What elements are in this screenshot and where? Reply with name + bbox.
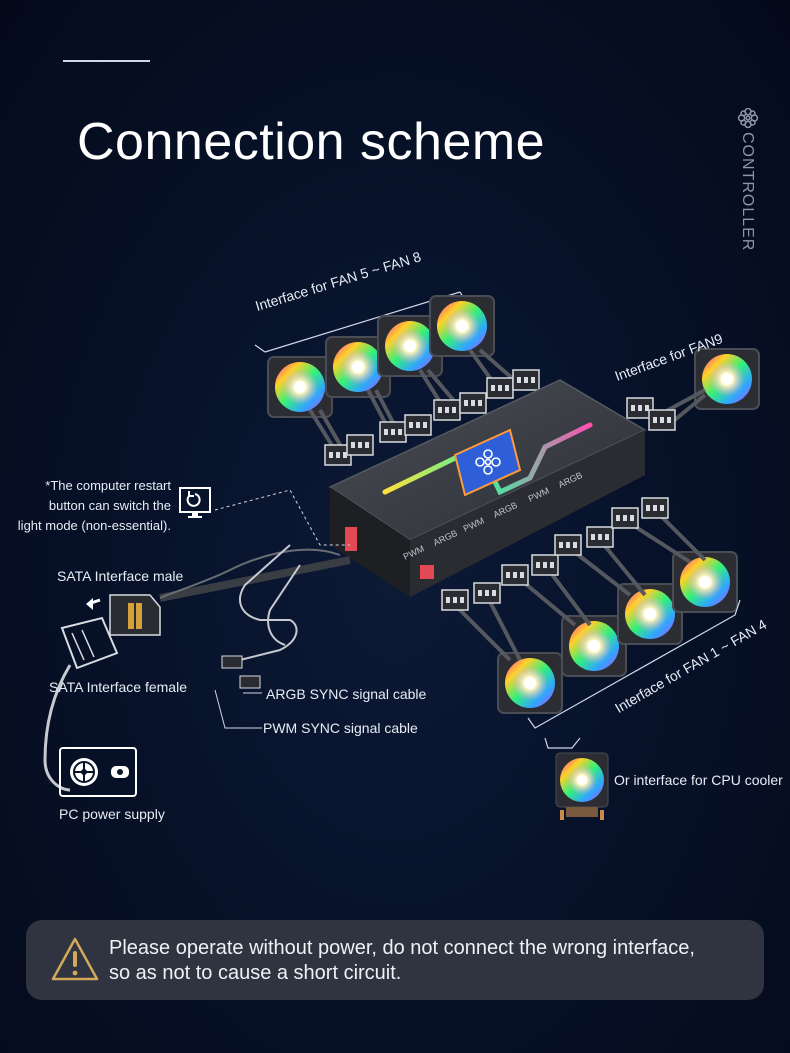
fan-1 — [497, 652, 563, 714]
warning-line-1: Please operate without power, do not con… — [109, 937, 695, 959]
pwm-leader — [214, 689, 262, 729]
label-restart-1: *The computer restart — [45, 478, 171, 493]
label-cpu-cooler: Or interface for CPU cooler — [614, 772, 783, 788]
warning-banner: Please operate without power, do not con… — [26, 920, 764, 1000]
restart-monitor-icon — [179, 487, 211, 518]
warning-line-2: so as not to cause a short circuit. — [109, 962, 402, 984]
psu-fan-icon — [70, 758, 98, 786]
label-sata-male: SATA Interface male — [57, 568, 184, 584]
power-cable — [43, 664, 72, 792]
bracket-cpu — [544, 737, 581, 749]
warning-text: Please operate without power, do not con… — [109, 936, 695, 986]
sata-cable — [159, 544, 351, 661]
label-restart-3: light mode (non-essential). — [17, 518, 171, 533]
bracket-fan1-4 — [527, 599, 741, 729]
warning-triangle-icon — [51, 937, 99, 981]
connection-diagram: PWM ARGB PWM ARGB PWM ARGB — [43, 291, 760, 820]
fan-8 — [429, 295, 495, 357]
fan-4 — [672, 551, 738, 613]
page-title: Connection scheme — [77, 113, 546, 171]
label-restart-2: button can switch the — [48, 498, 171, 513]
cpu-cooler — [555, 752, 609, 820]
top-rule — [63, 60, 150, 62]
fan-5 — [267, 356, 333, 418]
side-brand-label: CONTROLLER — [739, 132, 756, 252]
label-sata-female: SATA Interface female — [49, 679, 187, 695]
flower-logo-icon — [737, 107, 759, 129]
restart-leader-line — [214, 489, 350, 546]
argb-sync-plug — [221, 655, 243, 669]
pc-power-supply — [59, 747, 137, 797]
fan-9 — [694, 348, 760, 410]
controller-hub — [328, 379, 647, 597]
label-pwm-sync: PWM SYNC signal cable — [263, 720, 418, 736]
sata-male-connector — [109, 594, 161, 636]
sata-female-connector — [60, 616, 119, 670]
label-argb-sync: ARGB SYNC signal cable — [266, 686, 427, 702]
psu-socket-icon — [111, 766, 129, 778]
fan-2 — [561, 615, 627, 677]
pwm-sync-plug — [239, 675, 261, 689]
label-pc-power: PC power supply — [59, 806, 165, 822]
